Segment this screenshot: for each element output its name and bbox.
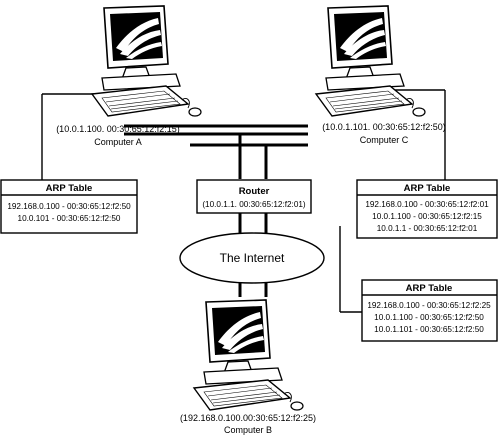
router-box: Router (10.0.1.1. 00:30:65:12:f2:01) <box>196 179 312 214</box>
arp-row: 192.168.0.100 - 00:30:65:12:f2:25 <box>367 301 491 310</box>
arp-table-computer-a: ARP Table 192.168.0.100 - 00:30:65:12:f2… <box>0 179 138 234</box>
arp-table-title: ARP Table <box>404 183 451 194</box>
backbone-link <box>124 124 308 179</box>
arp-row: 10.0.1.100 - 00:30:65:12:f2:15 <box>372 212 482 221</box>
computer-a-address: (10.0.1.100. 00:30:65:12:f2:15) <box>56 124 180 134</box>
arp-row: 192.168.0.100 - 00:30:65:12:f2:50 <box>7 202 131 211</box>
computer-a-name: Computer A <box>94 137 142 147</box>
router-address: (10.0.1.1. 00:30:65:12:f2:01) <box>202 200 306 209</box>
arp-row: 10.0.1.100 - 00:30:65:12:f2:50 <box>374 313 484 322</box>
arp-table-title: ARP Table <box>46 183 93 194</box>
computer-c-address: (10.0.1.101. 00:30:65:12:f2:50) <box>322 122 446 132</box>
computer-b-icon <box>193 299 304 411</box>
arp-row: 10.0.101 - 00:30:65:12:f2:50 <box>18 214 121 223</box>
internet-label: The Internet <box>220 251 285 265</box>
router-name: Router <box>239 186 270 197</box>
computer-b-address: (192.168.0.100.00:30:65:12:f2:25) <box>180 413 316 423</box>
arp-table-title: ARP Table <box>406 283 453 294</box>
computer-c-name: Computer C <box>360 135 409 145</box>
internet-links <box>238 213 268 297</box>
computer-c-icon <box>315 5 426 117</box>
arp-table-router: ARP Table 192.168.0.100 - 00:30:65:12:f2… <box>361 279 498 342</box>
computer-b-name: Computer B <box>224 425 272 435</box>
arp-table-computer-c: ARP Table 192.168.0.100 - 00:30:65:12:f2… <box>356 179 498 239</box>
computer-a-icon <box>91 5 202 117</box>
internet-cloud: The Internet <box>179 232 325 284</box>
arp-row: 192.168.0.100 - 00:30:65:12:f2:01 <box>365 200 489 209</box>
arp-row: 10.0.1.1 - 00:30:65:12:f2:01 <box>377 224 478 233</box>
arp-row: 10.0.1.101 - 00:30:65:12:f2:50 <box>374 325 484 334</box>
